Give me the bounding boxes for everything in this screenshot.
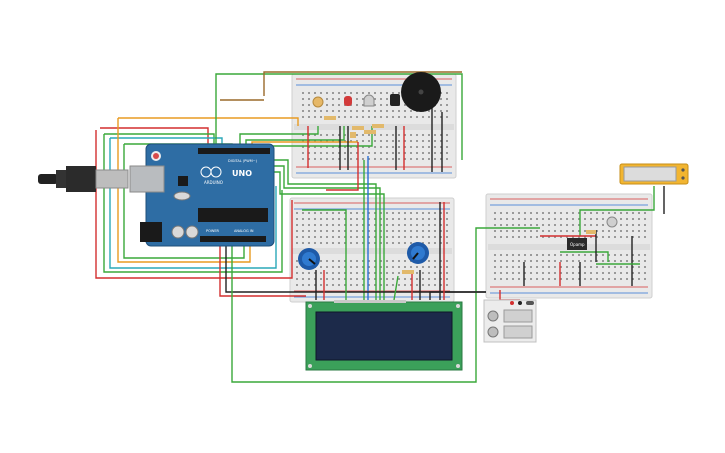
lcd-16x2[interactable] [305, 300, 463, 371]
digital-header-label: DIGITAL (PWM~) [228, 159, 258, 163]
arduino-brand: ARDUINO [204, 180, 223, 185]
opamp-chip[interactable]: Opamp [567, 238, 587, 250]
tilt-sensor[interactable] [390, 94, 400, 106]
power-supply[interactable] [483, 299, 537, 343]
piezo-buzzer[interactable] [401, 72, 441, 112]
power-header-label: POWER [206, 229, 220, 233]
photoresistor[interactable] [312, 96, 324, 108]
analog-header-label: ANALOG IN [234, 229, 254, 233]
right-potentiometer[interactable] [606, 216, 618, 228]
arduino-uno[interactable]: UNO ARDUINO DIGITAL (PWM~) POWER ANALOG … [129, 143, 275, 247]
arduino-logo: UNO [232, 169, 252, 178]
multimeter[interactable] [619, 163, 689, 185]
opamp-label: Opamp [570, 242, 585, 247]
red-led[interactable] [344, 96, 352, 106]
transistor[interactable] [363, 94, 375, 107]
resistors-top[interactable] [324, 116, 384, 138]
wires [95, 71, 665, 383]
potentiometer-left[interactable] [298, 248, 320, 270]
breadboard-middle[interactable] [289, 197, 455, 303]
usb-cable [38, 166, 129, 192]
resistor-right[interactable] [586, 230, 596, 234]
potentiometer-right[interactable] [407, 242, 429, 264]
resistor-middle[interactable] [402, 270, 414, 274]
